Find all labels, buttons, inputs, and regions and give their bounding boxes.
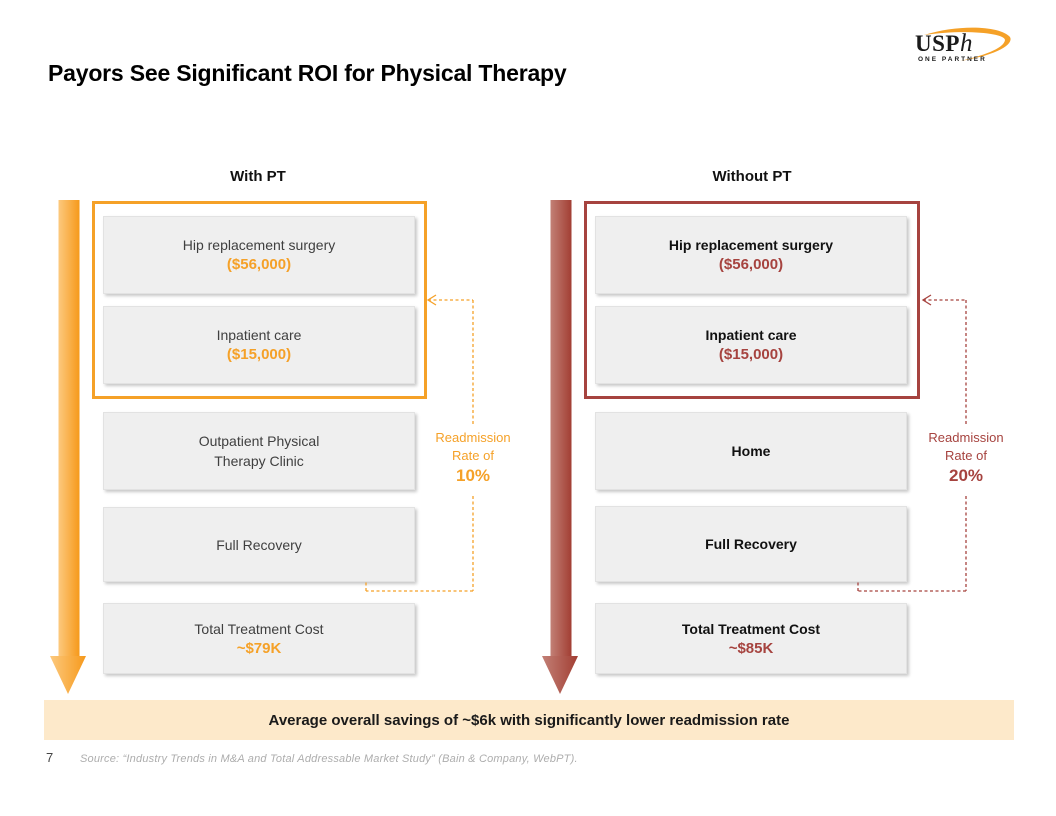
without-pt-readmission-connector xyxy=(857,294,967,592)
step-label: Full Recovery xyxy=(705,536,797,552)
flow-step-box: Inpatient care ($15,000) xyxy=(595,306,907,384)
total-cost-value: ~$85K xyxy=(728,639,774,657)
flow-step-box: Hip replacement surgery ($56,000) xyxy=(595,216,907,294)
without-pt-readmission-label: Readmission Rate of 20% xyxy=(903,429,1029,485)
step-cost: ($15,000) xyxy=(718,346,784,363)
flow-step-box: Full Recovery xyxy=(595,506,907,582)
logo-text-italic: h xyxy=(960,30,973,57)
logo-text-main: USP xyxy=(915,31,960,56)
step-label: Full Recovery xyxy=(216,536,302,553)
savings-banner: Average overall savings of ~$6k with sig… xyxy=(44,700,1014,740)
step-label: Inpatient care xyxy=(216,327,302,343)
step-cost: ($56,000) xyxy=(718,256,784,273)
with-pt-header: With PT xyxy=(230,168,286,185)
step-label: Home xyxy=(731,443,771,459)
without-pt-header: Without PT xyxy=(712,168,792,185)
total-cost-box: Total Treatment Cost ~$85K xyxy=(595,603,907,674)
total-cost-box: Total Treatment Cost ~$79K xyxy=(103,603,415,674)
without-pt-hospital-group-frame xyxy=(584,201,920,399)
with-pt-hospital-group-frame xyxy=(92,201,427,399)
logo-swoosh xyxy=(924,27,1011,61)
logo-tagline: ONE PARTNER xyxy=(918,56,987,63)
step-label: Outpatient Physical Therapy Clinic xyxy=(198,433,320,469)
page-number: 7 xyxy=(46,750,54,765)
source-citation: Source: “Industry Trends in M&A and Tota… xyxy=(80,753,578,765)
without-pt-down-arrow-icon xyxy=(542,200,578,694)
total-cost-label: Total Treatment Cost xyxy=(194,620,324,637)
step-label: Hip replacement surgery xyxy=(182,237,336,253)
savings-banner-text: Average overall savings of ~$6k with sig… xyxy=(268,711,790,729)
flow-step-box: Hip replacement surgery ($56,000) xyxy=(103,216,415,294)
readmission-rate-value: 20% xyxy=(948,466,984,485)
page-title: Payors See Significant ROI for Physical … xyxy=(48,60,567,86)
total-cost-value: ~$79K xyxy=(236,639,282,657)
total-cost-label: Total Treatment Cost xyxy=(681,620,821,637)
readmission-text: Readmission Rate of xyxy=(928,430,1004,463)
readmission-text: Readmission Rate of xyxy=(435,430,511,463)
flow-step-box: Outpatient Physical Therapy Clinic xyxy=(103,412,415,490)
step-label: Inpatient care xyxy=(705,327,797,343)
flow-step-box: Inpatient care ($15,000) xyxy=(103,306,415,384)
with-pt-readmission-label: Readmission Rate of 10% xyxy=(410,429,536,485)
with-pt-readmission-connector xyxy=(365,294,474,592)
step-cost: ($15,000) xyxy=(226,346,292,363)
flow-step-box: Full Recovery xyxy=(103,507,415,582)
step-cost: ($56,000) xyxy=(226,256,292,273)
flow-step-box: Home xyxy=(595,412,907,490)
with-pt-down-arrow-icon xyxy=(50,200,86,694)
readmission-rate-value: 10% xyxy=(455,466,491,485)
usph-logo: USP h ONE PARTNER xyxy=(915,27,1011,63)
step-label: Hip replacement surgery xyxy=(668,237,834,253)
